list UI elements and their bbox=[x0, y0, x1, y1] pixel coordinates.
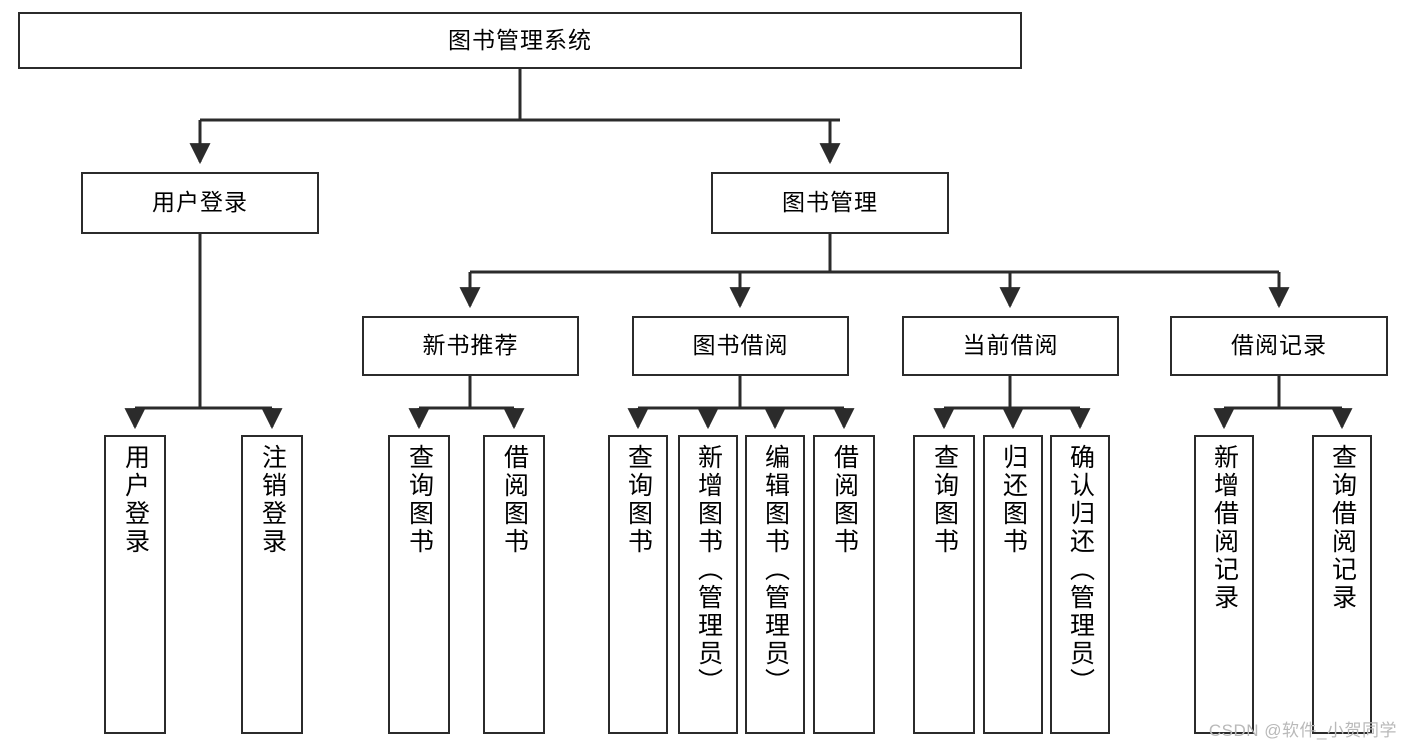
node-current-borrow[interactable]: 当前借阅 bbox=[902, 316, 1119, 376]
leaf-query-book-3-label: 查询图书 bbox=[930, 444, 959, 556]
node-borrow-record-label: 借阅记录 bbox=[1231, 332, 1327, 359]
leaf-query-book-2-label: 查询图书 bbox=[624, 444, 653, 556]
leaf-logout[interactable]: 注销登录 bbox=[241, 435, 303, 734]
leaf-add-borrow-record-label: 新增借阅记录 bbox=[1210, 444, 1239, 612]
node-book-manage[interactable]: 图书管理 bbox=[711, 172, 949, 234]
leaf-confirm-return-admin-label: 确认归还（管理员） bbox=[1066, 444, 1095, 696]
node-current-borrow-label: 当前借阅 bbox=[962, 332, 1059, 359]
node-root[interactable]: 图书管理系统 bbox=[18, 12, 1022, 69]
leaf-query-book-1[interactable]: 查询图书 bbox=[388, 435, 450, 734]
leaf-borrow-book-2-label: 借阅图书 bbox=[830, 444, 859, 556]
leaf-logout-label: 注销登录 bbox=[258, 444, 287, 556]
leaf-edit-book-admin[interactable]: 编辑图书（管理员） bbox=[745, 435, 805, 734]
leaf-query-book-2[interactable]: 查询图书 bbox=[608, 435, 668, 734]
node-book-manage-label: 图书管理 bbox=[782, 189, 878, 216]
node-book-borrow-label: 图书借阅 bbox=[692, 332, 789, 359]
leaf-confirm-return-admin[interactable]: 确认归还（管理员） bbox=[1050, 435, 1110, 734]
leaf-add-book-admin[interactable]: 新增图书（管理员） bbox=[678, 435, 738, 734]
leaf-user-login[interactable]: 用户登录 bbox=[104, 435, 166, 734]
leaf-query-book-3[interactable]: 查询图书 bbox=[913, 435, 975, 734]
leaf-borrow-book-2[interactable]: 借阅图书 bbox=[813, 435, 875, 734]
leaf-return-book[interactable]: 归还图书 bbox=[983, 435, 1043, 734]
leaf-borrow-book-1-label: 借阅图书 bbox=[500, 444, 529, 556]
leaf-edit-book-admin-label: 编辑图书（管理员） bbox=[761, 444, 790, 696]
leaf-borrow-book-1[interactable]: 借阅图书 bbox=[483, 435, 545, 734]
leaf-query-book-1-label: 查询图书 bbox=[405, 444, 434, 556]
leaf-return-book-label: 归还图书 bbox=[999, 444, 1028, 556]
node-user-login[interactable]: 用户登录 bbox=[81, 172, 319, 234]
node-new-book-recommend-label: 新书推荐 bbox=[422, 332, 519, 359]
node-root-label: 图书管理系统 bbox=[448, 26, 592, 53]
leaf-query-borrow-record[interactable]: 查询借阅记录 bbox=[1312, 435, 1372, 734]
leaf-user-login-label: 用户登录 bbox=[121, 444, 150, 556]
node-user-login-label: 用户登录 bbox=[152, 189, 248, 216]
node-new-book-recommend[interactable]: 新书推荐 bbox=[362, 316, 579, 376]
leaf-add-book-admin-label: 新增图书（管理员） bbox=[694, 444, 723, 696]
leaf-add-borrow-record[interactable]: 新增借阅记录 bbox=[1194, 435, 1254, 734]
node-book-borrow[interactable]: 图书借阅 bbox=[632, 316, 849, 376]
node-borrow-record[interactable]: 借阅记录 bbox=[1170, 316, 1388, 376]
leaf-query-borrow-record-label: 查询借阅记录 bbox=[1328, 444, 1357, 612]
csdn-watermark: CSDN @软件_小贺同学 bbox=[1208, 721, 1397, 740]
